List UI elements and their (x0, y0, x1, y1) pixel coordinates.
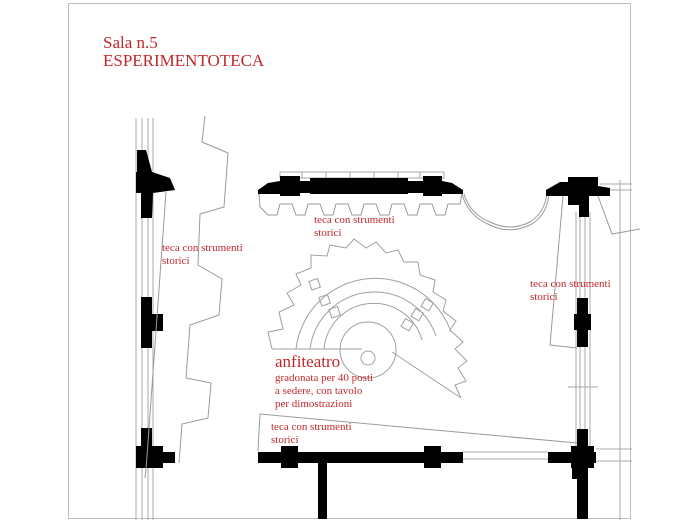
label-line: teca con strumenti (314, 214, 395, 226)
label-line: storici (162, 255, 190, 267)
bottom-wall (258, 429, 596, 519)
amphitheatre-label: anfiteatro gradonata per 40 posti a sede… (275, 352, 373, 411)
left-display-case (144, 115, 229, 479)
room-number: Sala n.5 (103, 33, 158, 52)
right-display-case (549, 195, 641, 349)
label-line: storici (271, 434, 299, 446)
label-line: storici (530, 291, 558, 303)
label-line: teca con strumenti (530, 278, 611, 290)
top-wall-lines (279, 171, 445, 179)
label-line: storici (314, 227, 342, 239)
amphitheatre-heading: anfiteatro (275, 352, 341, 371)
amphitheatre-gear (267, 238, 468, 399)
label-line: teca con strumenti (271, 421, 352, 433)
top-display-case (258, 193, 463, 216)
right-case-label: teca con strumenti storici (530, 278, 611, 304)
label-line: gradonata per 40 posti (275, 371, 374, 384)
top-wall (258, 176, 463, 196)
left-wall-piers (136, 150, 175, 468)
bottom-wall-lines (463, 448, 632, 462)
label-line: a sedere, con tavolo (275, 384, 363, 397)
drawing-frame (68, 3, 631, 519)
curved-niche (461, 192, 550, 231)
left-case-label: teca con strumenti storici (162, 242, 243, 268)
right-wall-piers (546, 177, 610, 347)
bottom-display-case (257, 413, 578, 452)
bottom-case-label: teca con strumenti storici (271, 421, 352, 447)
top-case-label: teca con strumenti storici (314, 214, 395, 240)
label-line: teca con strumenti (162, 242, 243, 254)
label-line: per dimostrazioni (275, 397, 353, 410)
room-title: ESPERIMENTOTECA (103, 51, 265, 70)
